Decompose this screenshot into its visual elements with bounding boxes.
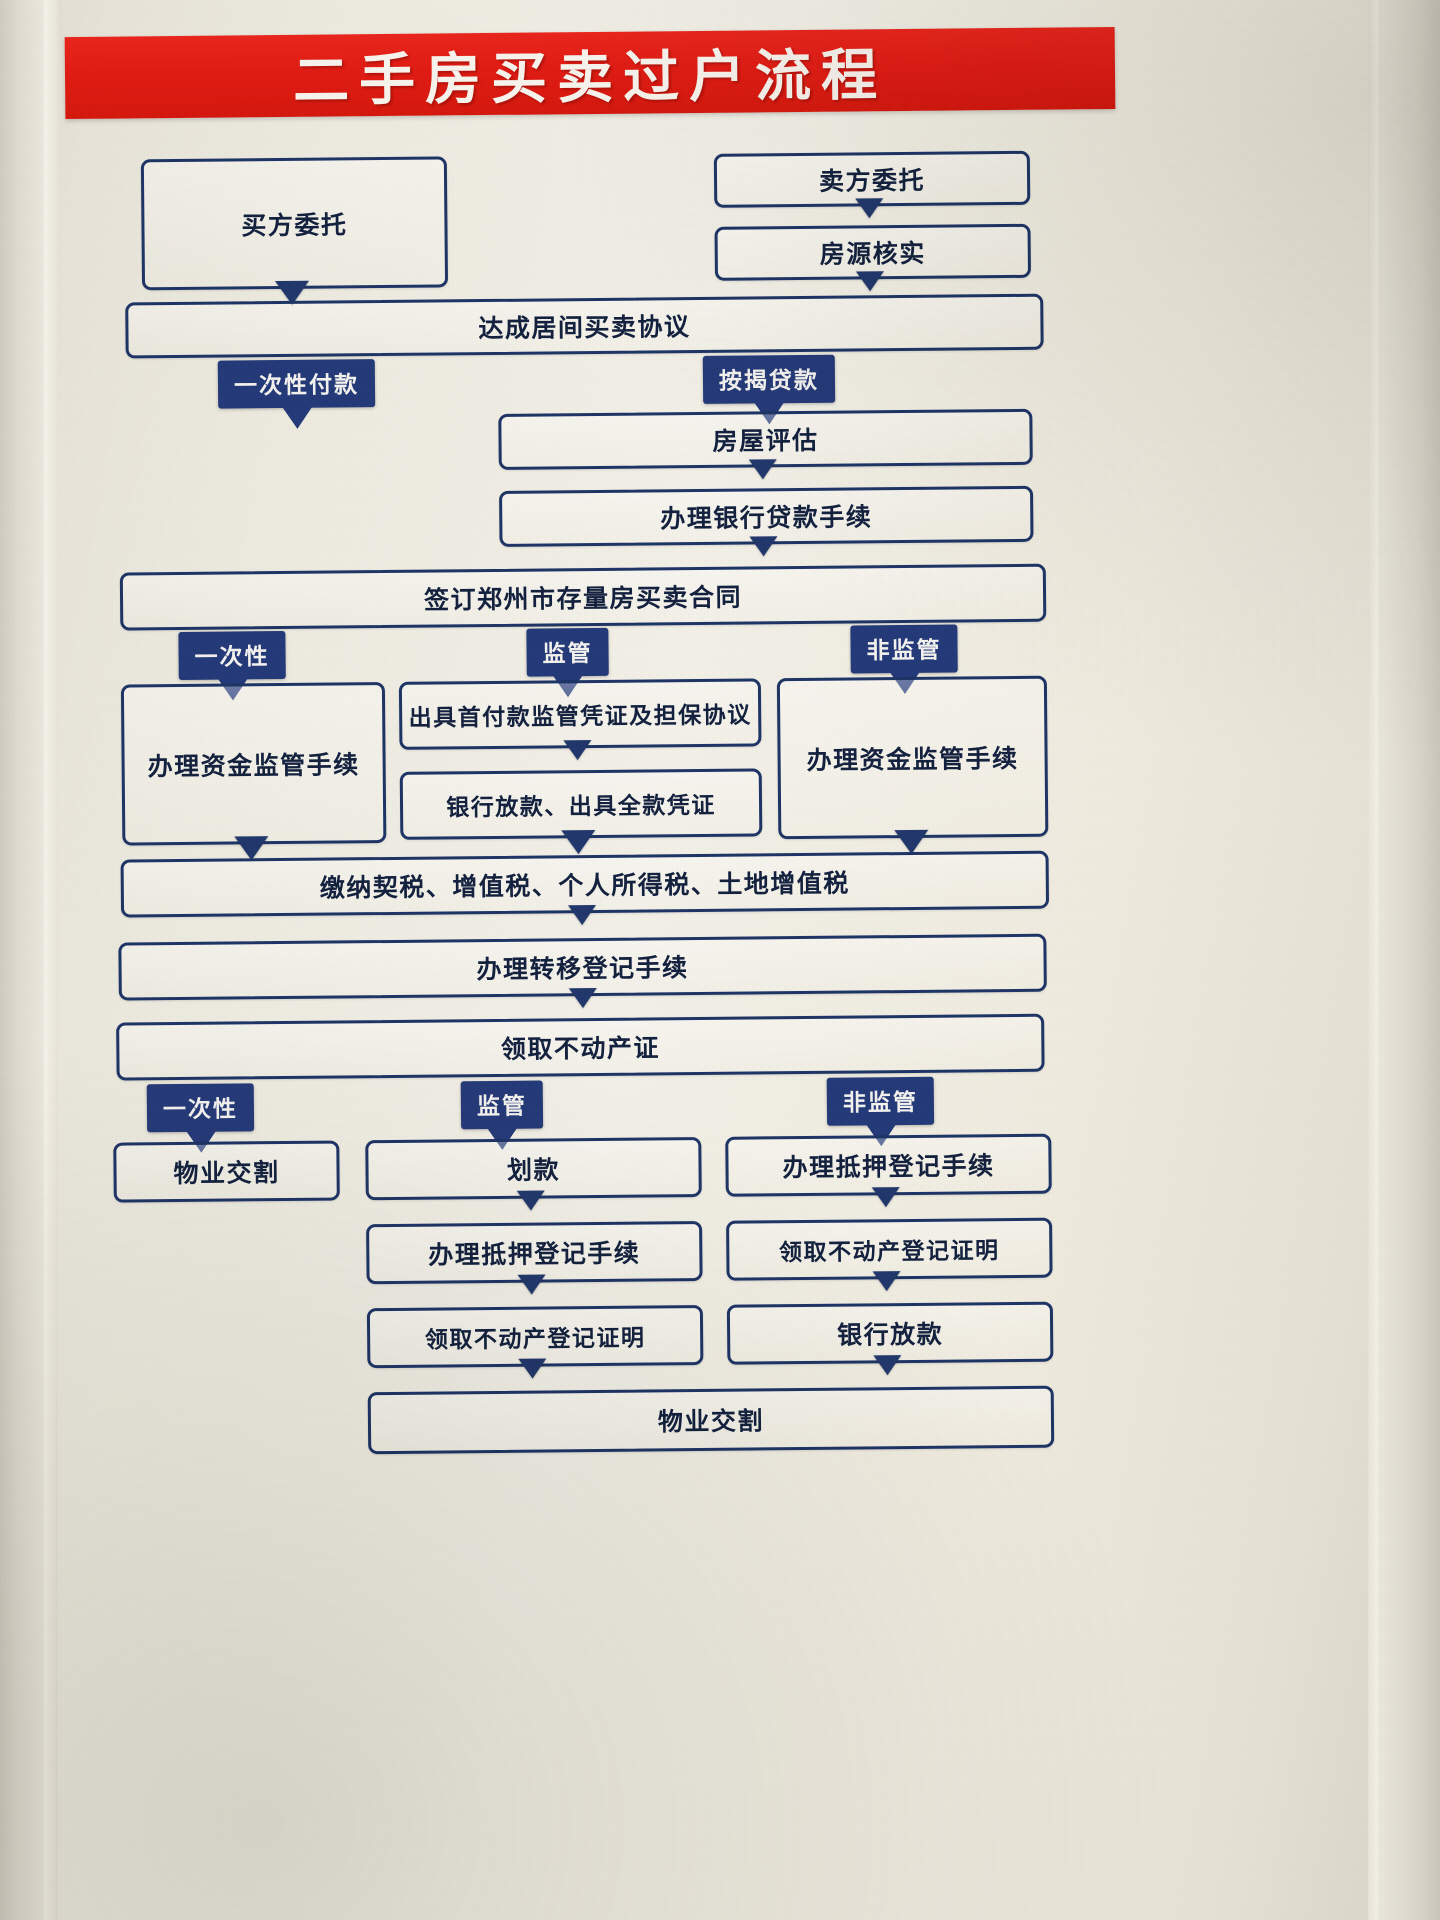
badge-mortgage-loan: 按揭贷款 [702, 354, 836, 425]
badge-lump-sum-2: 一次性 [146, 1083, 255, 1153]
page-title: 二手房买卖过户流程 [292, 42, 888, 114]
badge-label: 一次性 [162, 1096, 239, 1124]
node-handover-final: 物业交割 [367, 1385, 1055, 1455]
arrow-transfer-registration-to-cert [568, 988, 597, 1009]
arrow-proof-mid-to-final-handover [518, 1358, 547, 1379]
wall-edge-right-highlight [1368, 0, 1378, 1920]
node-fund-supervision-left: 办理资金监管手续 [120, 682, 387, 846]
badge-unsupervised-1: 非监管 [850, 624, 958, 695]
arrow-taxes-to-transfer-registration [568, 905, 597, 926]
badge-lump-sum-1: 一次性 [178, 630, 286, 701]
arrow-fund-supervision-right-to-taxes [894, 829, 929, 855]
wall-edge-left [0, 0, 44, 1920]
badge-label: 按揭贷款 [718, 367, 820, 395]
arrow-fund-supervision-left-to-taxes [234, 836, 269, 861]
badge-pointer [281, 406, 312, 429]
arrow-bank-release-right-to-final-handover [873, 1355, 902, 1376]
node-buyer-entrust: 买方委托 [140, 156, 449, 291]
arrow-bank-loan-to-contract [749, 536, 778, 557]
badge-label: 一次性付款 [233, 372, 360, 400]
badge-label: 一次性 [194, 644, 270, 671]
process-flowchart-poster: 二手房买卖过户流程 买方委托 卖方委托 房源核实 达成居间买卖协议 一次性付款 … [54, 0, 1144, 1920]
badge-label: 非监管 [866, 637, 942, 665]
node-receive-property-cert: 领取不动产证 [116, 1013, 1045, 1081]
title-banner: 二手房买卖过户流程 [64, 26, 1116, 120]
badge-supervised-1: 监管 [526, 627, 609, 698]
badge-lump-sum-payment: 一次性付款 [217, 359, 376, 429]
badge-label: 监管 [542, 641, 593, 668]
node-sign-zhengzhou-contract: 签订郑州市存量房买卖合同 [119, 563, 1047, 631]
node-fund-supervision-right: 办理资金监管手续 [776, 675, 1049, 840]
badge-label: 非监管 [842, 1089, 919, 1117]
arrow-bank-release-to-taxes [561, 830, 596, 855]
node-brokerage-agreement: 达成居间买卖协议 [125, 293, 1044, 359]
arrow-seller-entrust-to-listing-verify [855, 198, 884, 219]
arrow-mortgage-registration-right-to-proof [871, 1187, 900, 1208]
badge-label: 监管 [476, 1093, 528, 1121]
wall-edge-right [1378, 0, 1440, 1920]
arrow-voucher-to-bank-release [563, 740, 592, 761]
badge-supervised-2: 监管 [460, 1080, 544, 1151]
wall-edge-left-highlight [44, 0, 58, 1920]
arrow-proof-right-to-bank-release [872, 1271, 901, 1292]
arrow-listing-verify-to-agreement [855, 271, 885, 292]
badge-unsupervised-2: 非监管 [826, 1076, 935, 1147]
arrow-mortgage-registration-to-proof-mid [517, 1274, 546, 1295]
arrow-transfer-funds-to-mortgage-registration [516, 1190, 545, 1211]
node-handover-left: 物业交割 [113, 1140, 340, 1203]
arrow-appraisal-to-bank-loan [748, 459, 777, 480]
